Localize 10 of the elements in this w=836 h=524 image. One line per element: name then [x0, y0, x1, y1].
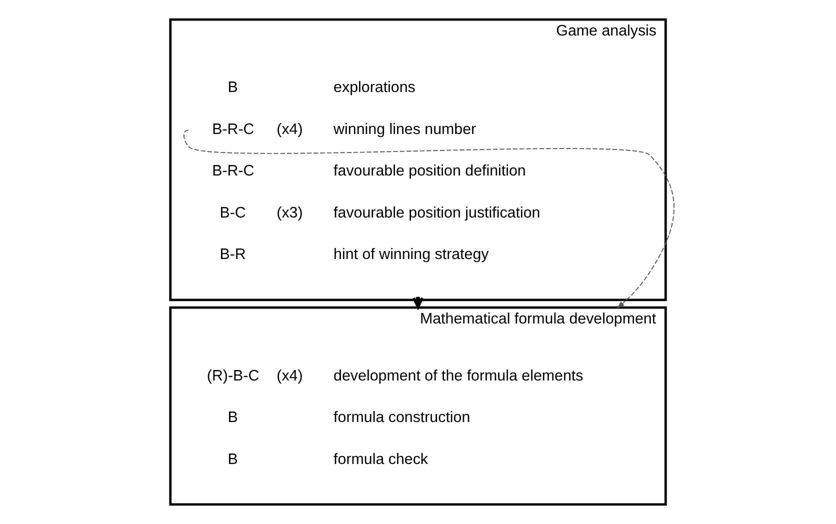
node-text: B formula construction: [227, 409, 470, 426]
arrow: [412, 296, 423, 309]
node-text: B explorations: [227, 79, 415, 96]
node-text: B-R-C (x4) winning lines number: [212, 120, 476, 138]
node-text: B formula check: [227, 450, 428, 468]
node-text: B-R-C favourable position definition: [212, 162, 526, 180]
arrow: [182, 130, 674, 308]
node-text: B-C (x3) favourable position justification: [219, 204, 540, 222]
node-text: (R)-B-C (x4) development of the formula elements: [206, 367, 583, 384]
node-text: B-R hint of winning strategy: [219, 246, 488, 264]
